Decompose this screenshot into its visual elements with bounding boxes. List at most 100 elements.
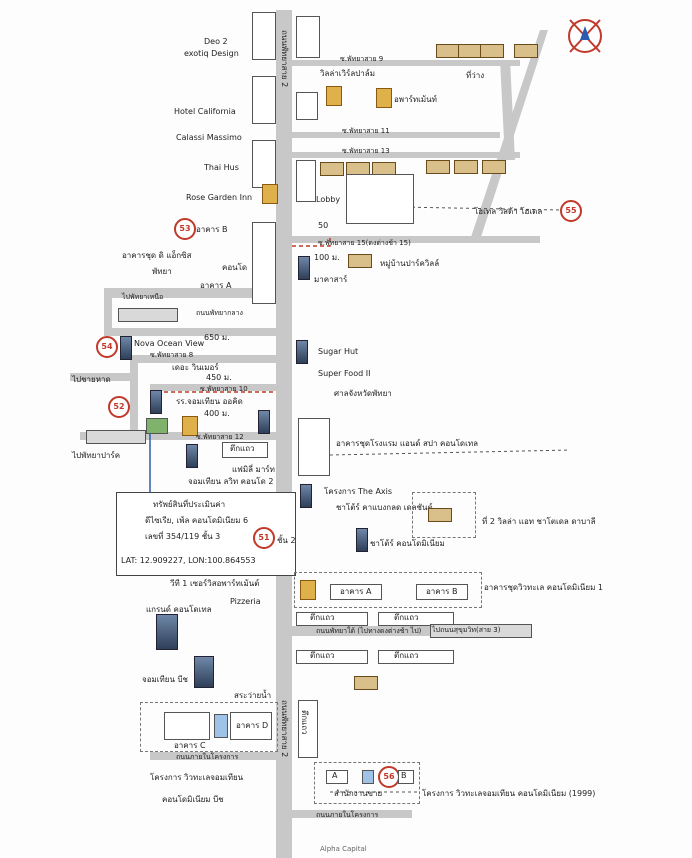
place-apartment: อพาร์ทเม้นท์	[394, 95, 437, 104]
soi-12-road	[80, 432, 276, 440]
distance-400m: 400 ม.	[204, 409, 230, 418]
building-d-block	[230, 712, 272, 740]
condo-1-block	[294, 572, 482, 608]
place-shop3: ตึกแถว	[310, 651, 335, 660]
info-line-2: ดีไซเรีย, เพ้ล คอนโดมิเนียม 6	[145, 516, 249, 525]
soi-9-road	[292, 60, 520, 66]
to-north-arrow	[118, 308, 178, 322]
place-nova: Nova Ocean View	[134, 339, 205, 348]
pin-51[interactable]: 51	[253, 527, 275, 549]
distance-650m: 650 ม.	[204, 333, 230, 342]
hotel-icon	[182, 416, 198, 436]
pin-54[interactable]: 54	[96, 336, 118, 358]
pin-56[interactable]: 56	[378, 766, 400, 788]
building-icon	[156, 614, 178, 650]
soi-13-road	[292, 152, 520, 158]
place-hotel-vista: โฮเทล วิสต้า โฮเตล	[474, 207, 543, 216]
building-icon	[356, 528, 368, 552]
building-b-block	[416, 584, 468, 600]
place-condo-1: อาคารชุดวิวทะเล คอนโดมิเนียม 1	[484, 583, 603, 592]
place-court: ศาลจังหวัดพัทยา	[334, 389, 392, 398]
info-coords: LAT: 12.909227, LON:100.864553	[121, 556, 256, 565]
compass-icon	[568, 19, 602, 53]
soi-11-road	[292, 132, 500, 138]
shophouse-row	[378, 650, 454, 664]
project-road-west	[150, 752, 276, 760]
place-pool: สระว่ายน้ำ	[234, 691, 272, 700]
house-icon	[480, 44, 504, 58]
beach-road	[70, 373, 130, 381]
shophouse-block	[252, 12, 276, 60]
project-road-east	[292, 810, 412, 818]
house-icon	[454, 160, 478, 174]
central-road-label: ถนนพัทยากลาง	[196, 309, 243, 317]
place-sales-office: สำนักงานขาย	[334, 789, 383, 798]
to-pattaya-park-label: ไปพัทยาปาร์ค	[72, 451, 121, 460]
soi-8-label: ซ.พัทยาสาย 8	[150, 351, 194, 359]
watermark: Alpha Capital	[320, 845, 367, 853]
pin-53[interactable]: 53	[174, 218, 196, 240]
house-icon	[458, 44, 482, 58]
place-thai-hus: Thai Hus	[204, 163, 239, 172]
to-pattaya-park-arrow	[86, 430, 146, 444]
shophouse-block	[252, 140, 276, 188]
place-pizzeria: Pizzeria	[230, 597, 261, 606]
main-road	[276, 10, 292, 858]
shophouse-block	[298, 700, 318, 758]
building-icon	[300, 484, 312, 508]
place-hotel-california: Hotel California	[174, 107, 236, 116]
place-le-sense: เดอะ วินเมอร์	[172, 363, 219, 372]
place-condo-tower: อาคารชุด ดิ แอ็กซิส	[122, 251, 192, 260]
hotel-icon	[262, 184, 278, 204]
place-fifty: 50	[318, 221, 329, 230]
building-icon	[150, 390, 162, 414]
condo-block	[252, 222, 276, 304]
main-road-label-south: ถนนพัทยาสาย 2	[280, 700, 289, 758]
route-line	[292, 236, 331, 247]
pin-52[interactable]: 52	[108, 396, 130, 418]
info-line-3: เลขที่ 354/119 ชั้น 3	[145, 532, 221, 541]
place-grand-condotel: แกรนด์ คอนโดเทล	[146, 605, 212, 614]
to-north-road	[104, 288, 276, 298]
shophouse-row	[296, 612, 368, 626]
building-icon	[120, 336, 132, 360]
building-icon	[258, 410, 270, 434]
place-building-c: อาคาร C	[174, 741, 206, 750]
soi-8-road	[130, 355, 276, 363]
hotel-icon	[376, 88, 392, 108]
place-super-food: Super Food II	[318, 369, 371, 378]
soi-11-label: ซ.พัทยาสาย 11	[342, 127, 390, 135]
shophouse-row	[296, 650, 368, 664]
place-pattaya: พัทยา	[152, 267, 172, 276]
soi-12-label: ซ.พัทยาสาย 12	[196, 433, 244, 441]
soi-9-label: ซ.พัทยาสาย 9	[340, 55, 384, 63]
shophouse-block	[296, 16, 320, 58]
place-building-d: อาคาร D	[236, 721, 269, 730]
villa-block	[412, 492, 476, 538]
place-calassi: Calassi Massimo	[176, 133, 242, 142]
shophouse-block	[296, 160, 316, 202]
pin-55[interactable]: 55	[560, 200, 582, 222]
place-bb: อาคาร B	[426, 587, 458, 596]
west-connector	[130, 355, 138, 435]
hotel-icon	[300, 580, 316, 600]
project-block	[140, 702, 278, 752]
shophouse-block	[252, 76, 276, 124]
place-shop4: ตึกแถว	[394, 651, 419, 660]
to-sukhumvit-arrow	[430, 624, 532, 638]
place-chalet-tower: ชาโต้ร์ คาแบงกลด เดลชันต์	[336, 503, 433, 512]
place-jomtien-school: รร.จอมเทียน ออคิด	[176, 397, 243, 406]
place-villa-apt: วีที 1 เซอร์วิสอพาร์ทเม้นต์	[170, 579, 260, 588]
place-jomtien-2: จอมเทียน ลวิท คอนโด 2	[188, 477, 274, 486]
house-icon	[354, 676, 378, 690]
leader-line	[399, 206, 561, 211]
south-road	[104, 328, 276, 336]
project-1999-block	[314, 762, 420, 804]
shophouse-block	[296, 92, 318, 120]
place-deo2: Deo 2	[204, 37, 228, 46]
soi-10-label: ซ.พัทยาสาย 10	[200, 385, 248, 393]
hotel-icon	[326, 86, 342, 106]
house-icon	[482, 160, 506, 174]
